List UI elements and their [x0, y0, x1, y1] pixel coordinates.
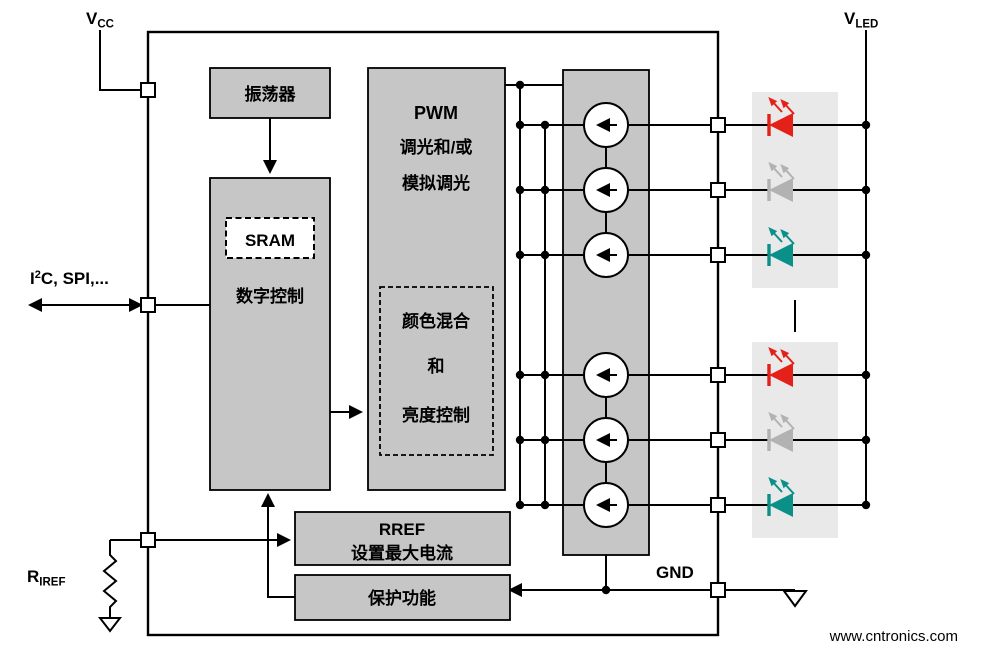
riref-ground-symbol [97, 617, 123, 633]
output-pin [710, 117, 726, 133]
led-teal-1-triangle [769, 243, 793, 267]
led-red-2-light-ray-head [768, 347, 778, 357]
junction-dot [540, 370, 550, 380]
color-mix-dashed-box [379, 286, 494, 456]
sram-box [225, 217, 315, 259]
generated-rows [515, 97, 871, 528]
vcc-wire [99, 30, 141, 91]
junction-dot [601, 585, 611, 595]
junction-dot [515, 435, 525, 445]
junction-dot [515, 250, 525, 260]
output-pin [710, 247, 726, 263]
junction-dot [540, 500, 550, 510]
led-teal-2-light-ray-head [768, 477, 778, 487]
junction-dot [515, 120, 525, 130]
junction-dot [861, 250, 871, 260]
vcc-pin [140, 82, 156, 98]
output-pin [710, 367, 726, 383]
gnd-ground-symbol [782, 590, 808, 608]
digital-control-label: 数字控制 [236, 286, 304, 306]
junction-dot [861, 185, 871, 195]
i2c-spi-label: I2C, SPI,... [30, 269, 109, 288]
output-pin [710, 497, 726, 513]
watermark: www.cntronics.com [829, 628, 958, 645]
junction-dot [540, 120, 550, 130]
pwm-box [367, 67, 506, 491]
chip-outline [146, 30, 720, 637]
led-red-2-triangle [769, 363, 793, 387]
led-teal-1-light-ray-head [780, 229, 790, 239]
rref-label-line2: 设置最大电流 [351, 543, 453, 563]
led-gray-2-triangle [769, 428, 793, 452]
junction-dot [861, 370, 871, 380]
junction-dot [861, 435, 871, 445]
output-pin [710, 182, 726, 198]
led-gray-1-light-ray-head [780, 164, 790, 174]
pwm-label-line1: PWM [414, 103, 458, 123]
color-mix-label-line2: 和 [428, 357, 445, 376]
i2c-pin [140, 297, 156, 313]
output-pin [710, 432, 726, 448]
led-red-1-light-ray-head [768, 97, 778, 107]
pwm-label-line3: 模拟调光 [402, 173, 470, 193]
color-mix-label-line3: 亮度控制 [402, 405, 470, 425]
junction-dot [540, 435, 550, 445]
led-teal-1-light-ray-head [768, 227, 778, 237]
vled-label: VLED [844, 9, 878, 31]
led-gray-1-light-ray-head [768, 162, 778, 172]
rref-label-line1: RREF [379, 520, 425, 539]
led-gray-1-triangle [769, 178, 793, 202]
led-teal-2-triangle [769, 493, 793, 517]
protection-to-digital-arrow [261, 493, 295, 598]
gnd-label: GND [656, 563, 694, 582]
junction-dot [515, 370, 525, 380]
led-gray-2-light-ray-head [780, 414, 790, 424]
led-red-1-light-ray-head [780, 99, 790, 109]
riref-label: RIREF [27, 567, 65, 589]
vcc-label: VCC [86, 9, 114, 31]
protection-label: 保护功能 [367, 588, 436, 608]
color-mix-label-line1: 颜色混合 [402, 311, 471, 331]
junction-dot [540, 185, 550, 195]
pwm-label-line2: 调光和/或 [400, 137, 473, 157]
led-red-2-light-ray-head [780, 349, 790, 359]
led-gray-2-light-ray-head [768, 412, 778, 422]
gnd-pin [710, 582, 726, 598]
led-red-1-triangle [769, 113, 793, 137]
junction-dot [861, 120, 871, 130]
iref-pin [140, 532, 156, 548]
led-teal-2-light-ray-head [780, 479, 790, 489]
junction-dot [861, 500, 871, 510]
protection-box [294, 574, 511, 621]
sram-label: SRAM [245, 231, 295, 250]
junction-dot [540, 250, 550, 260]
oscillator-label: 振荡器 [245, 84, 297, 104]
junction-dot [515, 185, 525, 195]
rref-box [294, 511, 511, 566]
oscillator-box [209, 67, 331, 119]
junction-dot [515, 500, 525, 510]
junction-dot [515, 80, 525, 90]
riref-resistor [102, 540, 118, 618]
